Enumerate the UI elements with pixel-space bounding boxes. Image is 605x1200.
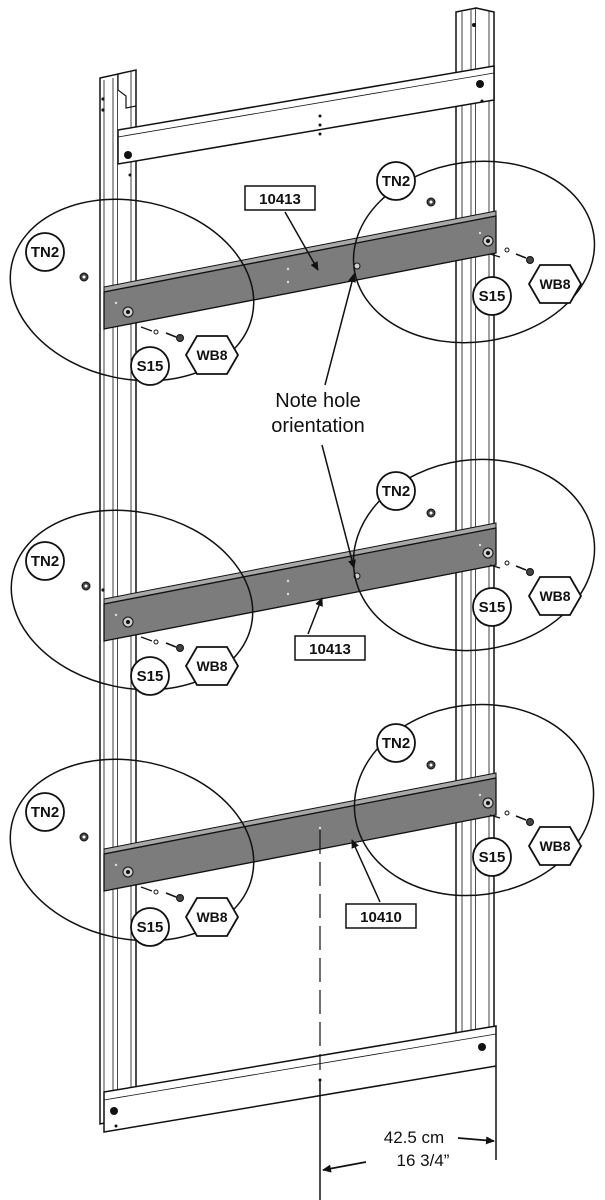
s15-callout: S15 xyxy=(472,276,512,316)
svg-text:TN2: TN2 xyxy=(382,735,410,752)
svg-text:10413: 10413 xyxy=(259,191,301,208)
svg-text:TN2: TN2 xyxy=(382,483,410,500)
washer-icon xyxy=(489,810,510,819)
tn2-callout: TN2 xyxy=(25,541,65,581)
s15-callout: S15 xyxy=(472,587,512,627)
svg-text:10410: 10410 xyxy=(360,909,402,926)
washer-icon xyxy=(489,247,510,258)
top-cross-bar xyxy=(117,65,495,177)
washer-icon xyxy=(140,326,159,335)
svg-text:S15: S15 xyxy=(137,668,164,685)
wb8-callout: WB8 xyxy=(527,576,583,616)
tn2-callout: TN2 xyxy=(25,232,65,272)
tn2-callout: TN2 xyxy=(376,161,416,201)
svg-text:TN2: TN2 xyxy=(382,173,410,190)
svg-text:WB8: WB8 xyxy=(539,838,570,854)
tn2-callout: TN2 xyxy=(376,723,416,763)
detail-right-3 xyxy=(353,703,595,897)
bolt-icon xyxy=(515,815,534,826)
part-label-10413-top: 10413 xyxy=(244,185,319,271)
note-hole-orientation: Note hole orientation xyxy=(271,273,365,569)
wb8-callout: WB8 xyxy=(527,264,583,304)
wb8-callout: WB8 xyxy=(184,335,240,375)
t-nut-icon xyxy=(426,508,436,518)
tn2-callout: TN2 xyxy=(376,471,416,511)
svg-text:WB8: WB8 xyxy=(539,276,570,292)
t-nut-icon xyxy=(426,197,436,207)
s15-callout: S15 xyxy=(130,656,170,696)
svg-text:S15: S15 xyxy=(479,849,506,866)
bolt-icon xyxy=(515,253,534,264)
s15-callout: S15 xyxy=(130,907,170,947)
t-nut-icon xyxy=(79,272,89,282)
svg-text:WB8: WB8 xyxy=(196,658,227,674)
svg-text:Note hole: Note hole xyxy=(275,390,361,412)
wb8-callout: WB8 xyxy=(527,826,583,866)
bolt-icon xyxy=(515,565,534,576)
t-nut-icon xyxy=(81,581,91,591)
svg-text:42.5 cm: 42.5 cm xyxy=(384,1128,444,1147)
t-nut-icon xyxy=(79,832,89,842)
washer-icon xyxy=(140,636,159,645)
washer-icon xyxy=(140,886,159,895)
svg-text:S15: S15 xyxy=(479,599,506,616)
detail-right-2 xyxy=(352,458,596,652)
svg-text:16 3/4”: 16 3/4” xyxy=(397,1151,450,1170)
wb8-callout: WB8 xyxy=(184,897,240,937)
detail-left-2 xyxy=(10,509,254,691)
svg-text:orientation: orientation xyxy=(271,415,364,437)
t-nut-icon xyxy=(426,760,436,770)
cross-rail-3 xyxy=(103,772,497,892)
svg-text:S15: S15 xyxy=(137,358,164,375)
svg-text:S15: S15 xyxy=(479,288,506,305)
svg-text:TN2: TN2 xyxy=(31,804,59,821)
svg-text:TN2: TN2 xyxy=(31,553,59,570)
part-label-10410: 10410 xyxy=(345,839,417,929)
svg-text:WB8: WB8 xyxy=(196,909,227,925)
tn2-callout: TN2 xyxy=(25,792,65,832)
dimension-callout: 42.5 cm 16 3/4” xyxy=(322,1128,495,1173)
bolt-icon xyxy=(165,892,184,902)
s15-callout: S15 xyxy=(472,837,512,877)
bolt-icon xyxy=(165,332,184,342)
svg-text:10413: 10413 xyxy=(309,641,351,658)
detail-left-1 xyxy=(9,198,255,382)
washer-icon xyxy=(489,560,510,569)
svg-text:TN2: TN2 xyxy=(31,244,59,261)
detail-right-1 xyxy=(352,160,596,344)
bottom-cross-bar xyxy=(103,1025,497,1133)
cross-rail-1 xyxy=(103,210,497,330)
part-label-10413-middle: 10413 xyxy=(294,597,366,661)
svg-text:S15: S15 xyxy=(137,919,164,936)
svg-text:WB8: WB8 xyxy=(539,588,570,604)
svg-text:WB8: WB8 xyxy=(196,347,227,363)
cross-rail-2 xyxy=(103,522,497,642)
detail-left-3 xyxy=(9,758,255,942)
s15-callout: S15 xyxy=(130,346,170,386)
wb8-callout: WB8 xyxy=(184,646,240,686)
bolt-icon xyxy=(165,642,184,652)
